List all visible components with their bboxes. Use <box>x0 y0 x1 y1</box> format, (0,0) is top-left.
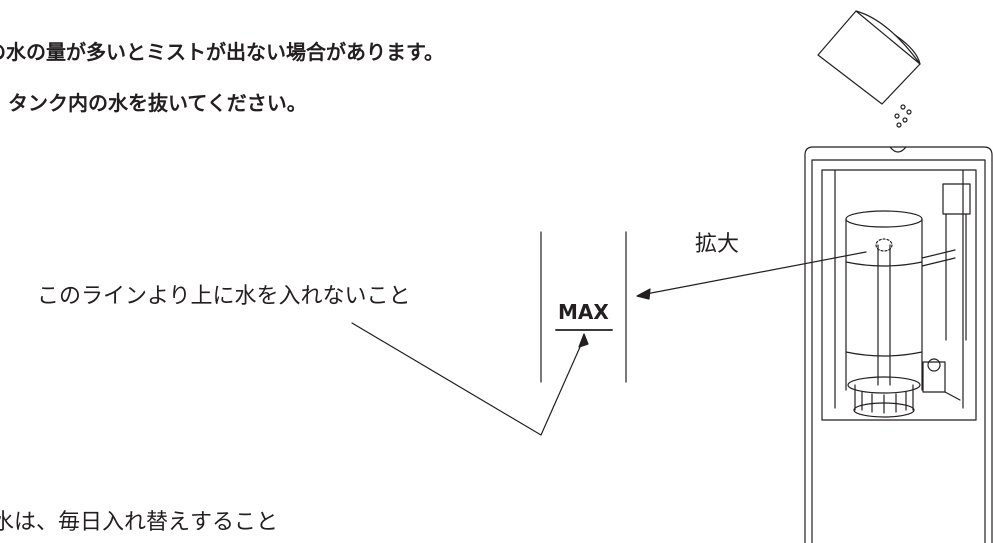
warning-text-line-2: タンク内の水を抜いてください。 <box>8 91 307 115</box>
max-label: MAX <box>558 300 609 324</box>
water-cup-icon <box>817 10 921 105</box>
max-line-caption: このラインより上に水を入れないこと <box>37 284 411 309</box>
zoom-arrowhead <box>636 288 651 300</box>
leader-arrowhead-up <box>578 333 589 348</box>
max-callout-frame <box>540 231 627 383</box>
caption-leader-line <box>351 322 585 436</box>
warning-text-line-1: の水の量が多いとミストが出ない場合があります。 <box>0 40 444 64</box>
humidifier-tank-illustration <box>804 146 993 543</box>
zoom-arrow-line <box>645 251 867 295</box>
water-droplets-icon <box>894 104 912 128</box>
daily-replace-note: 水は、毎日入れ替えすること <box>0 510 279 535</box>
zoom-label: 拡大 <box>695 232 740 257</box>
